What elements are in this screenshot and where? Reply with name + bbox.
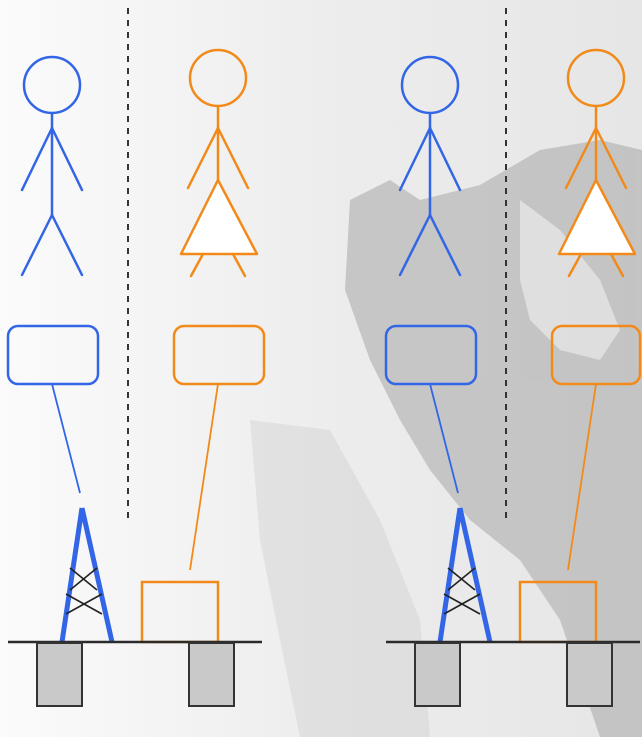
foundation-pillar-icon <box>189 643 234 706</box>
foundation-pillar-icon <box>37 643 82 706</box>
foundation-pillar-icon <box>415 643 460 706</box>
foundation-pillar-icon <box>567 643 612 706</box>
